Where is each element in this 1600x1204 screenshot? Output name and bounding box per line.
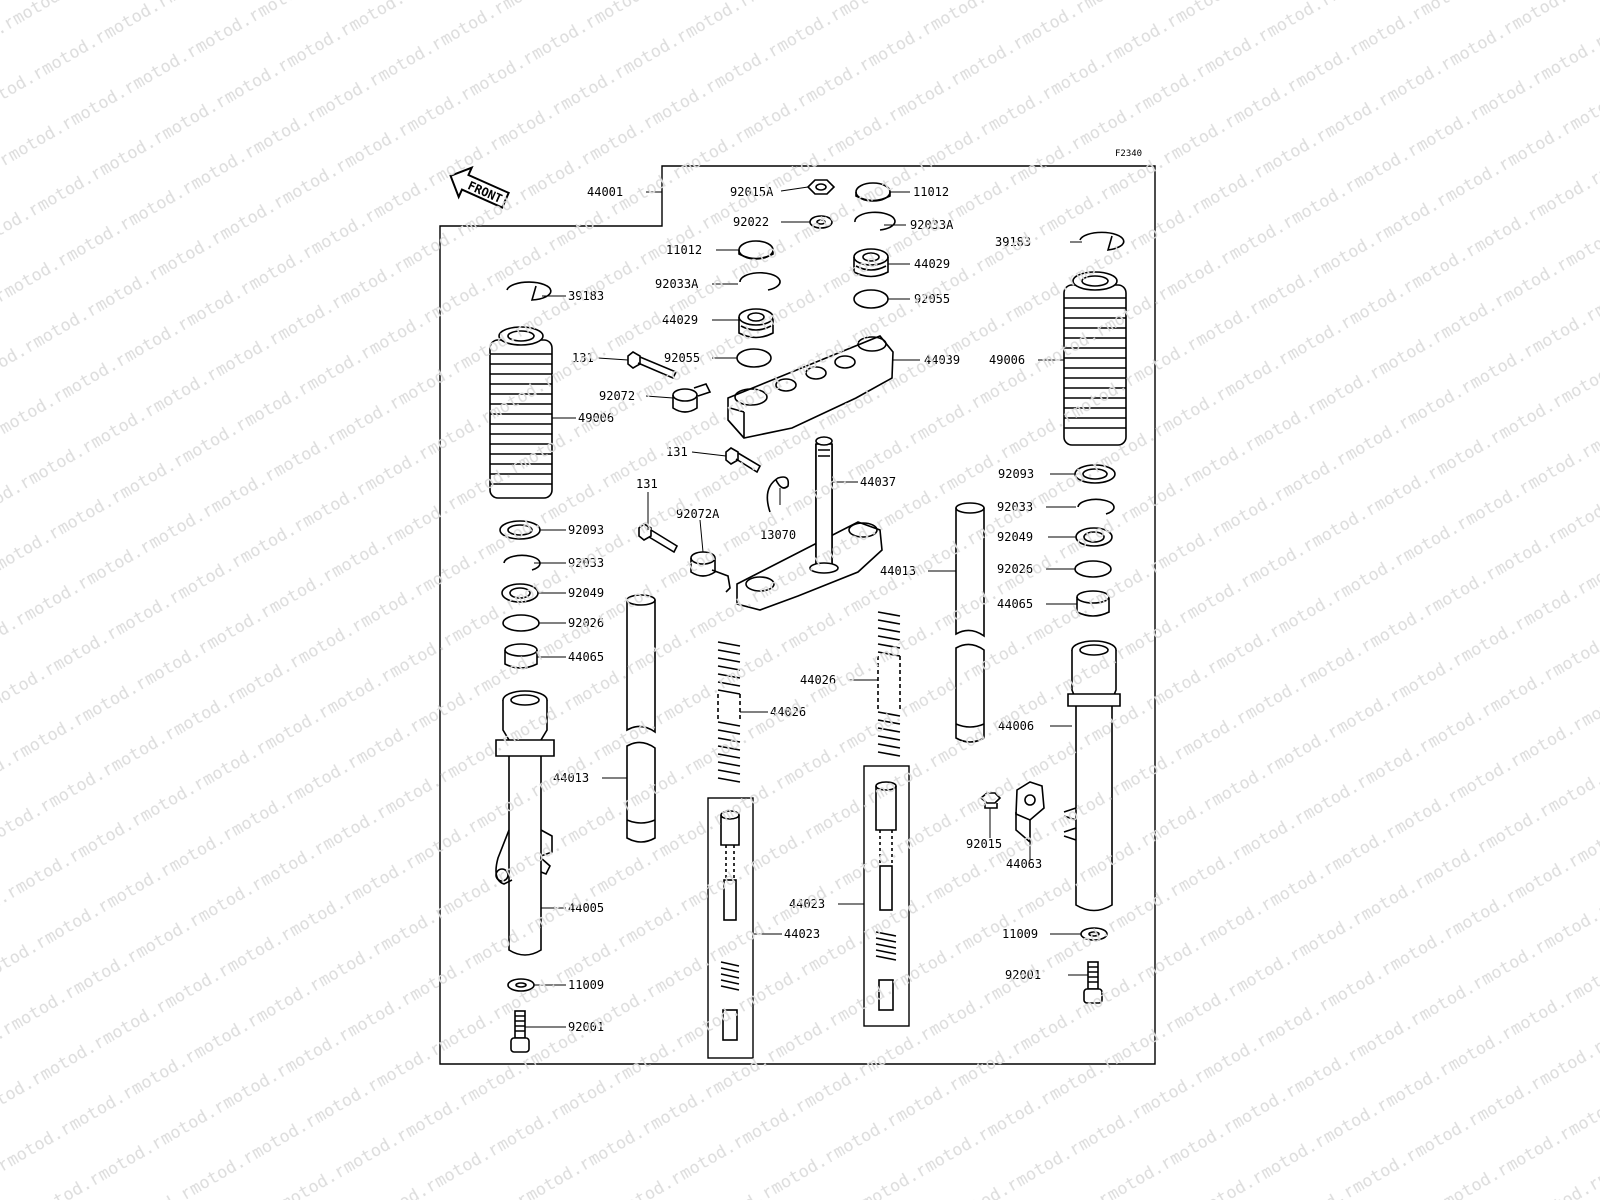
part-92049-oil-seal-left <box>501 583 539 603</box>
callout-44065-left: 44065 <box>568 650 604 664</box>
part-44037-stem-lower-bracket <box>736 436 883 611</box>
callout-92055-right: 92055 <box>914 292 950 306</box>
part-49006-boot-right <box>1063 271 1127 446</box>
callout-92033A-left: 92033A <box>655 277 699 291</box>
part-92093-seal-left <box>499 520 541 540</box>
callout-92026-left: 92026 <box>568 616 604 630</box>
callout-92049-left: 92049 <box>568 586 604 600</box>
callout-92001-right: 92001 <box>1005 968 1041 982</box>
callout-92072: 92072 <box>599 389 635 403</box>
figure-code: F2340 <box>1115 149 1142 159</box>
part-44029-cap-bolt-left <box>738 308 774 339</box>
callout-92033A-top: 92033A <box>910 218 954 232</box>
part-44065-bushing-left <box>504 643 538 669</box>
part-49006-boot-left <box>489 326 553 499</box>
callout-44023-right: 44023 <box>789 897 825 911</box>
part-92026-washer-right <box>1074 560 1112 578</box>
callout-92015A: 92015A <box>730 185 774 199</box>
callout-44023-left: 44023 <box>784 927 820 941</box>
callout-44001: 44001 <box>587 185 623 199</box>
callout-44039: 44039 <box>924 353 960 367</box>
part-44005-outer-tube-left <box>495 690 555 956</box>
part-92055-oring-left <box>736 348 772 368</box>
callout-44065-right: 44065 <box>997 597 1033 611</box>
part-13070-spring-wire <box>766 476 790 513</box>
callout-92001-left: 92001 <box>568 1020 604 1034</box>
part-92033A-circlip-left <box>739 271 781 291</box>
callout-92093-right: 92093 <box>998 467 1034 481</box>
callout-92055-left: 92055 <box>664 351 700 365</box>
part-92072A-clamp-lower <box>690 551 731 593</box>
part-44023-damper-left <box>707 797 754 1059</box>
callout-92022: 92022 <box>733 215 769 229</box>
part-92055-oring-right <box>853 289 889 309</box>
part-92026-washer-left <box>502 614 540 632</box>
part-92033-circlip-right <box>1077 498 1115 515</box>
callout-49006-left: 49006 <box>578 411 614 425</box>
part-11009-washer-left <box>507 978 535 992</box>
part-92022-washer <box>809 215 833 229</box>
part-44023-damper-right <box>863 765 910 1027</box>
part-44026-spring-right <box>877 611 901 757</box>
callout-92093-left: 92093 <box>568 523 604 537</box>
part-44013-inner-tube-right <box>955 502 985 743</box>
part-39183-band-right <box>1079 231 1125 251</box>
callout-131-lower: 131 <box>636 477 658 491</box>
part-44026-spring-left <box>717 641 741 783</box>
part-39183-band-left <box>506 281 552 301</box>
callout-92049-right: 92049 <box>997 530 1033 544</box>
part-44013-inner-tube-left <box>626 594 656 843</box>
part-92072-clamp-upper <box>672 383 712 413</box>
callout-49006-right: 49006 <box>989 353 1025 367</box>
callout-44013-right: 44013 <box>880 564 916 578</box>
callout-92026-right: 92026 <box>997 562 1033 576</box>
front-arrow: FRONT <box>449 165 510 209</box>
callout-92015: 92015 <box>966 837 1002 851</box>
callout-131-upper: 131 <box>572 351 594 365</box>
callout-13070: 13070 <box>760 528 796 542</box>
part-92015-nut <box>979 792 1002 809</box>
part-92093-seal-right <box>1074 464 1116 484</box>
callout-44013-left: 44013 <box>553 771 589 785</box>
callout-131-mid: 131 <box>666 445 688 459</box>
callout-92072A: 92072A <box>676 507 720 521</box>
callout-11012-left: 11012 <box>666 243 702 257</box>
part-92001-bolt-left <box>510 1010 530 1053</box>
part-44065-bushing-right <box>1076 590 1110 617</box>
part-44039-upper-bracket <box>727 335 894 439</box>
callout-44026-left: 44026 <box>770 705 806 719</box>
part-131-bolt-mid <box>725 447 762 474</box>
part-131-bolt-lower <box>638 523 679 554</box>
callout-44029-left: 44029 <box>662 313 698 327</box>
part-11009-washer-right <box>1080 927 1108 941</box>
part-11012-cap-right <box>855 182 891 202</box>
part-92049-oil-seal-right <box>1075 527 1113 547</box>
callout-92033-left: 92033 <box>568 556 604 570</box>
callout-44026-right: 44026 <box>800 673 836 687</box>
callout-44037: 44037 <box>860 475 896 489</box>
part-92015A-nut <box>806 179 836 195</box>
callout-39183-right: 39183 <box>995 235 1031 249</box>
callout-39183-left: 39183 <box>568 289 604 303</box>
part-44006-outer-tube-right <box>1063 640 1121 912</box>
callout-44029-right: 44029 <box>914 257 950 271</box>
part-44029-cap-bolt-right <box>853 248 889 278</box>
callout-11009-right: 11009 <box>1002 927 1038 941</box>
part-11012-cap-left <box>738 240 774 260</box>
part-92001-bolt-right <box>1083 961 1103 1004</box>
callout-44005: 44005 <box>568 901 604 915</box>
callout-11012-top: 11012 <box>913 185 949 199</box>
part-44063-clamp <box>1015 781 1045 844</box>
callout-11009-left: 11009 <box>568 978 604 992</box>
callout-92033-right: 92033 <box>997 500 1033 514</box>
part-92033A-circlip-right <box>854 211 896 231</box>
callout-44006: 44006 <box>998 719 1034 733</box>
callout-44063: 44063 <box>1006 857 1042 871</box>
